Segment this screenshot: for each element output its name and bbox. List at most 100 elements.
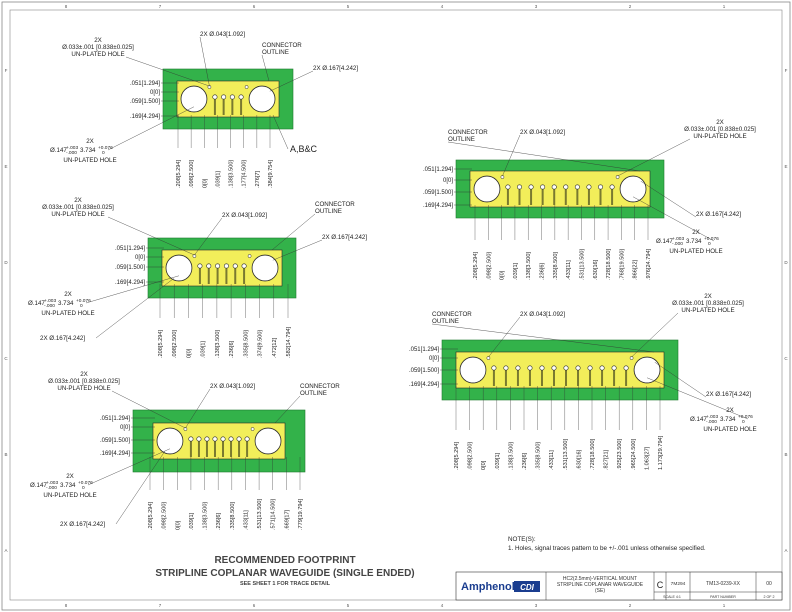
bottom-dim-label: .433[11] xyxy=(243,510,249,530)
leader-unplated-top xyxy=(631,312,679,358)
signal-trace xyxy=(222,98,225,115)
callout-big-hole-bottom: 2X Ø.167[4.242] xyxy=(40,335,85,342)
callout-big-hole: 2X Ø.167[4.242] xyxy=(322,234,367,241)
callout-connector-outline: OUTLINE xyxy=(432,318,459,325)
signal-pin xyxy=(516,184,522,190)
border-right-row-B: B xyxy=(784,452,787,457)
mounting-hole-right xyxy=(254,427,282,455)
signal-trace xyxy=(576,188,579,205)
callout-hole-tol-minus: -.000 xyxy=(706,419,717,425)
bottom-dim-label: .236[6] xyxy=(540,262,546,280)
callout-hole-metric-plus: +0.076 xyxy=(76,298,91,304)
signal-trace xyxy=(213,98,216,115)
bottom-dim-label: .208[5.294] xyxy=(176,160,182,188)
doc-number: TM13-0239-XX xyxy=(706,581,741,587)
signal-trace xyxy=(213,440,216,457)
signal-trace xyxy=(231,98,234,115)
signal-trace xyxy=(552,369,555,386)
leader-plated-hole xyxy=(199,36,210,87)
signal-trace xyxy=(541,188,544,205)
left-dim-label: .051[1.294] xyxy=(115,246,145,252)
callout-unplated-qty: 2X xyxy=(704,293,712,300)
mounting-hole-right xyxy=(633,356,661,384)
signal-trace xyxy=(564,188,567,205)
callout-section-abc: A,B&C xyxy=(290,144,318,154)
callout-big-hole: 2X Ø.167[4.242] xyxy=(696,211,741,218)
signal-trace xyxy=(599,188,602,205)
bottom-dim-label: .039[1] xyxy=(201,340,207,358)
callout-hole-metric: 3.734 xyxy=(720,416,736,423)
mounting-hole-right xyxy=(619,175,647,203)
sheet-number: 2 OF 2 xyxy=(764,595,775,599)
callout-unplated-qty: 2X xyxy=(94,37,102,44)
callout-hole-dia: Ø.147 xyxy=(690,416,707,423)
signal-trace xyxy=(216,267,219,284)
leader-unplated-top xyxy=(125,56,210,87)
bottom-dim-label: .236[6] xyxy=(522,452,528,470)
signal-trace xyxy=(565,369,568,386)
bottom-dim-label: .039[1] xyxy=(513,262,519,280)
signal-trace xyxy=(504,369,507,386)
callout-hole-tol-plus: +.003 xyxy=(44,298,56,304)
border-left-row-C: C xyxy=(4,356,8,361)
signal-trace xyxy=(205,440,208,457)
callout-connector-outline: CONNECTOR xyxy=(448,129,488,136)
border-right-row-F: F xyxy=(785,68,788,73)
signal-pin xyxy=(527,365,533,371)
bottom-dim-label: .138[3.500] xyxy=(508,442,514,470)
bottom-dim-label: .531[13.500] xyxy=(579,248,585,280)
signal-pin xyxy=(575,365,581,371)
leader-big-hole xyxy=(269,70,314,92)
signal-pin xyxy=(204,436,210,442)
callout-hole-qty: 2X xyxy=(726,407,734,414)
bottom-dim-label: .138[3.500] xyxy=(215,330,221,358)
border-bottom-col-2: 2 xyxy=(629,603,632,608)
border-right-row-E: E xyxy=(784,164,787,169)
callout-hole-metric: 3.734 xyxy=(686,238,702,245)
callout-hole-metric-plus: +0.076 xyxy=(704,236,719,242)
callout-hole-tol-plus: +.003 xyxy=(66,145,78,151)
bottom-dim-label: .208[5.294] xyxy=(158,330,164,358)
callout-connector-outline: CONNECTOR xyxy=(300,383,340,390)
bottom-dim-label: 0[0] xyxy=(481,460,487,470)
left-dim-label: .059[1.500] xyxy=(423,190,453,196)
bottom-dim-label: .098[2.500] xyxy=(162,502,168,530)
signal-pin xyxy=(238,94,244,100)
callout-hole-metric: 3.734 xyxy=(80,147,96,154)
company-logo-badge xyxy=(514,581,540,592)
left-dim-label: .059[1.500] xyxy=(409,368,439,374)
callout-plated-hole: 2X Ø.043[1.092] xyxy=(210,383,255,390)
callout-hole-label: UN-PLATED HOLE xyxy=(63,157,116,164)
signal-pin xyxy=(505,184,511,190)
locating-hole-left xyxy=(486,356,491,360)
signal-pin xyxy=(611,365,617,371)
footprint-4-pin: .051[1.294]0[0].059[1.500].169[4.294].20… xyxy=(50,31,358,188)
signal-trace xyxy=(230,440,233,457)
callout-unplated-qty: 2X xyxy=(716,119,724,126)
mounting-hole-left xyxy=(180,85,208,113)
bottom-dim-label: .630[16] xyxy=(576,449,582,470)
signal-trace xyxy=(577,369,580,386)
bottom-dim-label: .827[21] xyxy=(604,449,610,470)
leader-connector-outline xyxy=(274,395,301,424)
left-dim-label: .169[4.294] xyxy=(100,451,130,457)
signal-pin xyxy=(212,436,218,442)
border-top-col-5: 5 xyxy=(347,4,350,9)
border-right-row-A: A xyxy=(784,548,787,553)
bottom-dim-label: .208[5.294] xyxy=(473,252,479,280)
signal-pin xyxy=(563,184,569,190)
border-bottom-col-4: 4 xyxy=(441,603,444,608)
signal-pin xyxy=(586,184,592,190)
left-dim-label: .051[1.294] xyxy=(409,347,439,353)
bottom-dim-label: .208[5.294] xyxy=(148,502,154,530)
signal-trace xyxy=(189,440,192,457)
callout-hole-metric-plus: +0.076 xyxy=(78,480,93,486)
locating-hole-right xyxy=(629,356,634,360)
signal-trace xyxy=(197,440,200,457)
callout-plated-hole: 2X Ø.043[1.092] xyxy=(520,311,565,318)
bottom-dim-label: .728[18.500] xyxy=(606,248,612,280)
callout-hole-dia: Ø.147 xyxy=(50,147,67,154)
leader-plated-hole xyxy=(185,388,211,429)
